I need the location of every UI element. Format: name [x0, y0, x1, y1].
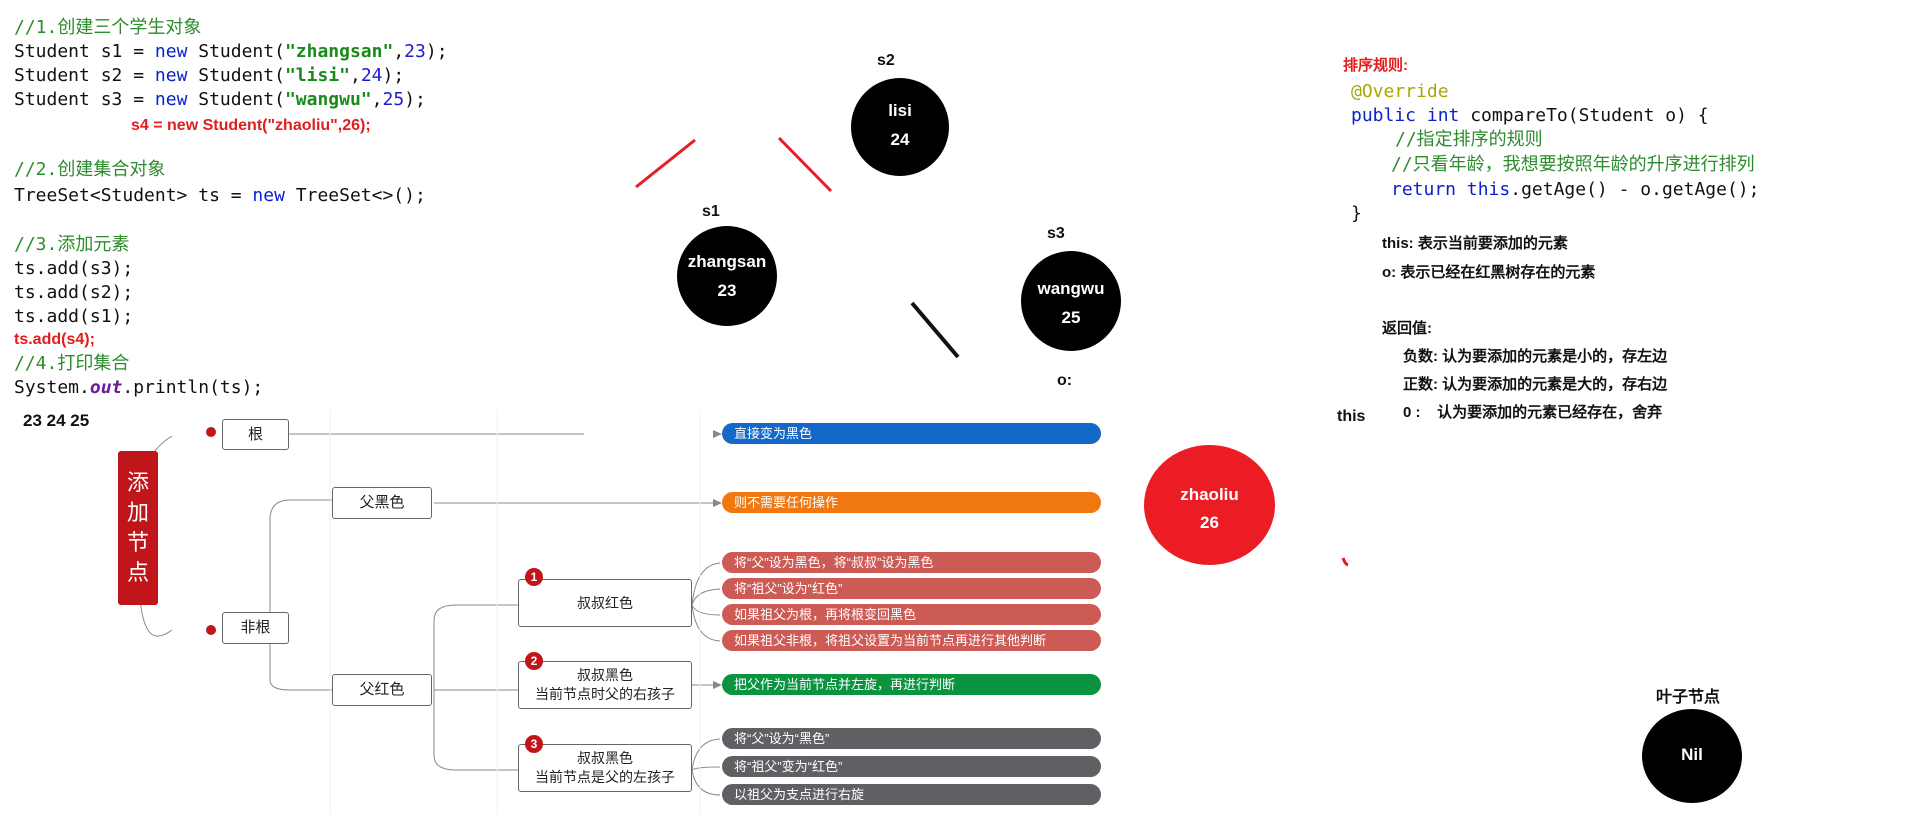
node-uncle-red: 叔叔红色: [518, 579, 692, 627]
pill-root-action: 直接变为黑色: [722, 423, 1101, 444]
node-non-root: 非根: [222, 612, 289, 644]
node-name: zhaoliu: [1180, 485, 1239, 504]
code-comment-4: //4.打印集合: [14, 353, 130, 374]
node-label-s3: s3: [1047, 225, 1065, 242]
pill-uncle-red-4: 如果祖父非根，将祖父设置为当前节点再进行其他判断: [722, 630, 1101, 651]
code-add-s3: ts.add(s3);: [14, 258, 134, 279]
code-add-s4: ts.add(s4);: [14, 331, 95, 348]
node-label-o: o:: [1057, 372, 1073, 389]
pill-uncle-black-left-3: 以祖父为支点进行右旋: [722, 784, 1101, 805]
nil-label: 叶子节点: [1656, 689, 1721, 706]
pill-uncle-black-left-2: 将“祖父”变为“红色”: [722, 756, 1101, 777]
mindmap-title-text: 添加节点: [127, 471, 150, 586]
pill-uncle-red-1: 将“父”设为黑色，将“叔叔”设为黑色: [722, 552, 1101, 573]
rule-signature: public int compareTo(Student o) {: [1351, 105, 1709, 126]
node-father-black: 父黑色: [332, 487, 432, 519]
mindmap-title: 添加节点: [118, 451, 158, 605]
node-age: 23: [717, 281, 737, 300]
pill-father-black-action: 则不需要任何操作: [722, 492, 1101, 513]
code-add-s1: ts.add(s1);: [14, 306, 134, 327]
rule-title: 排序规则:: [1343, 57, 1408, 74]
node-name: Nil: [1681, 745, 1703, 764]
pill-uncle-black-right: 把父作为当前节点并左旋，再进行判断: [722, 674, 1101, 695]
pill-uncle-red-2: 将“祖父”设为“红色”: [722, 578, 1101, 599]
branch-dot-non-root: [206, 625, 216, 635]
tree-node-nil: Nil: [1642, 709, 1742, 803]
badge-3: 3: [525, 735, 543, 753]
node-text-line-1: 叔叔黑色: [577, 750, 633, 766]
tree-node-lisi: lisi 24: [851, 78, 949, 176]
node-text-line-1: 叔叔黑色: [577, 667, 633, 683]
rule-o-desc: o: 表示已经在红黑树存在的元素: [1382, 264, 1596, 281]
node-uncle-black-left: 叔叔黑色 当前节点是父的左孩子: [518, 744, 692, 792]
node-age: 26: [1200, 513, 1219, 532]
rule-negative: 负数: 认为要添加的元素是小的，存左边: [1403, 348, 1668, 365]
code-line-treeset: TreeSet<Student> ts = new TreeSet<>();: [14, 185, 426, 206]
badge-1: 1: [525, 568, 543, 586]
code-line-s4: s4 = new Student("zhaoliu",26);: [131, 117, 371, 134]
code-println: System.out.println(ts);: [14, 377, 264, 398]
rule-positive: 正数: 认为要添加的元素是大的，存右边: [1403, 376, 1668, 393]
node-father-red: 父红色: [332, 674, 432, 706]
pill-uncle-red-3: 如果祖父为根，再将根变回黑色: [722, 604, 1101, 625]
rule-zero: 0 : 认为要添加的元素已经存在，舍弃: [1403, 404, 1663, 421]
node-age: 24: [890, 130, 910, 149]
rule-this-desc: this: 表示当前要添加的元素: [1382, 235, 1568, 252]
rule-comment-1: //指定排序的规则: [1395, 129, 1543, 150]
node-text-line-2: 当前节点是父的左孩子: [535, 769, 675, 785]
pill-uncle-black-left-1: 将“父”设为“黑色”: [722, 728, 1101, 749]
code-line-s2: Student s2 = new Student("lisi",24);: [14, 65, 405, 86]
code-comment-1: //1.创建三个学生对象: [14, 17, 202, 38]
rule-override: @Override: [1351, 81, 1449, 102]
node-root: 根: [222, 419, 289, 450]
branch-dot-root: [206, 427, 216, 437]
node-label-s1: s1: [702, 203, 720, 220]
code-comment-3: //3.添加元素: [14, 234, 130, 255]
code-line-s3: Student s3 = new Student("wangwu",25);: [14, 89, 426, 110]
rule-comment-2: //只看年龄，我想要按照年龄的升序进行排列: [1391, 154, 1755, 175]
node-name: lisi: [888, 101, 912, 120]
this-label: this: [1337, 408, 1366, 425]
code-comment-2: //2.创建集合对象: [14, 159, 166, 180]
tree-node-zhangsan: zhangsan 23: [677, 226, 777, 326]
rule-close-brace: }: [1351, 203, 1362, 224]
tree-node-wangwu: wangwu 25: [1021, 251, 1121, 351]
tree-node-zhaoliu: zhaoliu 26: [1144, 445, 1275, 565]
node-text-line-2: 当前节点时父的右孩子: [535, 686, 675, 702]
badge-2: 2: [525, 652, 543, 670]
console-output: 23 24 25: [23, 411, 90, 430]
node-uncle-black-right: 叔叔黑色 当前节点时父的右孩子: [518, 661, 692, 709]
node-label-s2: s2: [877, 52, 895, 69]
node-name: wangwu: [1037, 279, 1105, 298]
code-add-s2: ts.add(s2);: [14, 282, 134, 303]
node-name: zhangsan: [687, 252, 767, 271]
code-line-s1: Student s1 = new Student("zhangsan",23);: [14, 41, 448, 62]
rule-return-title: 返回值:: [1382, 320, 1432, 337]
node-age: 25: [1061, 308, 1081, 327]
rule-return: return this.getAge() - o.getAge();: [1391, 179, 1760, 200]
